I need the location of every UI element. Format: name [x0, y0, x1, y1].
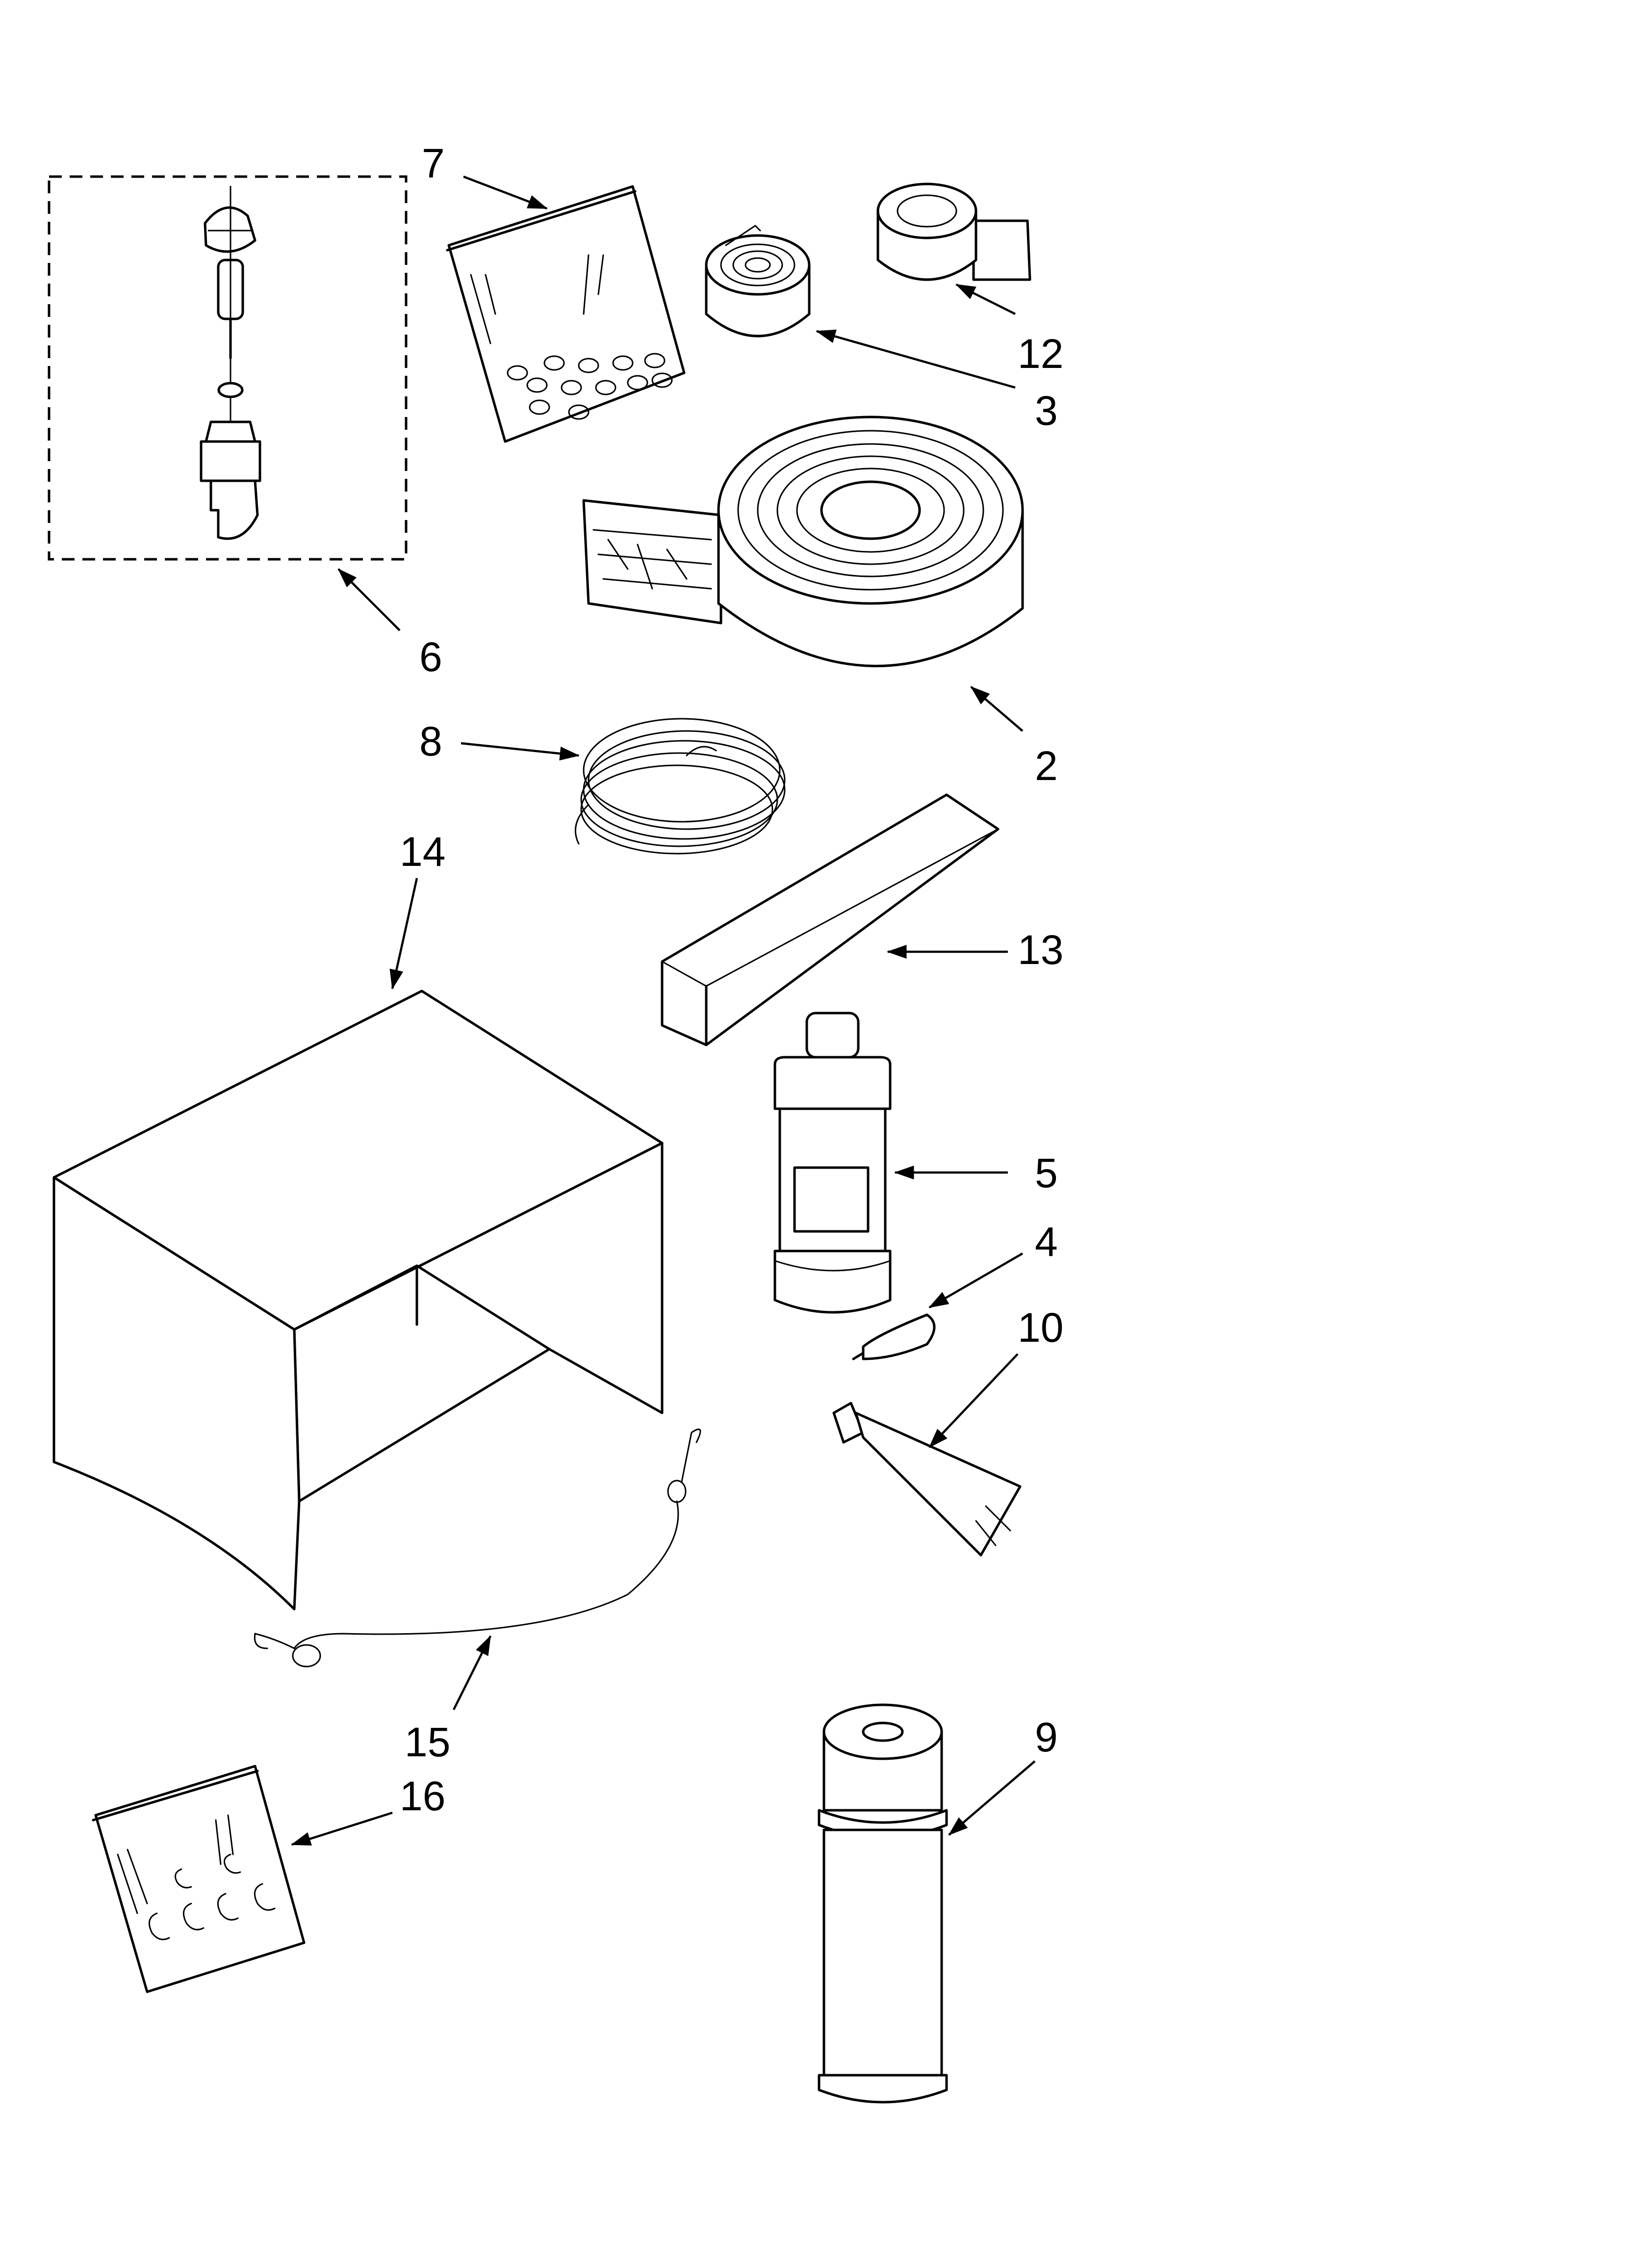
callout-labels: 7 12 3 6 2 8 13 14 5 4 10 15 16 9 — [400, 140, 1063, 1819]
part-15-hook-cord — [254, 1428, 701, 1668]
callout-12: 12 — [1018, 331, 1063, 377]
leader-3 — [816, 329, 1016, 389]
leader-12 — [955, 283, 1016, 315]
callout-9: 9 — [1035, 1714, 1058, 1760]
part-2-insulation-roll — [582, 416, 1024, 667]
leader-2 — [970, 686, 1024, 732]
callout-8: 8 — [419, 718, 442, 764]
callout-10: 10 — [1018, 1304, 1063, 1351]
callout-13: 13 — [1018, 927, 1063, 973]
leader-7 — [463, 175, 548, 210]
part-10-tube — [832, 1402, 1022, 1557]
callout-15: 15 — [405, 1719, 450, 1765]
leader-15 — [452, 1635, 492, 1711]
part-7-screw-bag — [446, 185, 686, 443]
callout-5: 5 — [1035, 1150, 1058, 1196]
part-16-clip-bag — [92, 1765, 306, 1993]
callout-2: 2 — [1035, 743, 1058, 789]
part-13-putty-bar — [661, 793, 1000, 1046]
part-4-cap — [852, 1313, 936, 1360]
part-3-tape-roll — [705, 225, 811, 338]
leader-lines — [291, 175, 1036, 1846]
part-12-tape-roll — [876, 182, 1031, 281]
part-9-spray-can — [818, 1703, 948, 2104]
callout-14: 14 — [400, 829, 445, 875]
callout-6: 6 — [419, 634, 442, 680]
leader-14 — [389, 878, 418, 990]
part-6-valve-kit — [48, 175, 408, 561]
part-14-cover — [52, 990, 664, 1611]
leader-9 — [948, 1760, 1036, 1836]
callout-3: 3 — [1035, 388, 1058, 434]
leader-4 — [928, 1252, 1024, 1308]
callout-4: 4 — [1035, 1219, 1058, 1265]
callout-7: 7 — [422, 140, 445, 186]
leader-8 — [461, 742, 580, 761]
part-8-wire-coil — [574, 718, 786, 855]
callout-16: 16 — [400, 1773, 445, 1819]
part-5-bottle — [773, 1012, 892, 1314]
leader-6 — [337, 568, 401, 631]
leader-16 — [291, 1811, 393, 1846]
leader-10 — [928, 1353, 1019, 1448]
